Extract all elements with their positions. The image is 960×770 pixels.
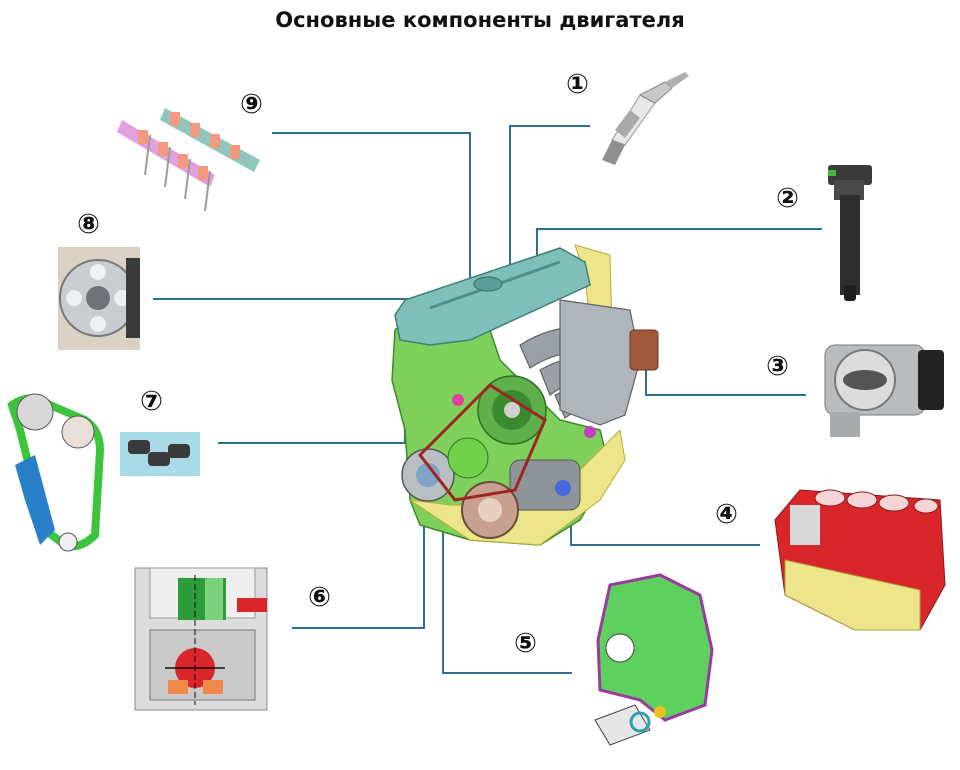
crank-pulley <box>401 448 455 502</box>
label-6: ⑥ <box>308 582 331 613</box>
water-pump-pulley <box>447 437 489 479</box>
camshafts-image <box>117 108 260 212</box>
ignition-coil-image <box>828 165 872 301</box>
leader-line-5 <box>442 480 572 674</box>
throttle-body-mount <box>629 329 659 371</box>
leader-line-9 <box>272 132 471 335</box>
leader-line-7 <box>218 375 406 444</box>
leader-line-1 <box>509 125 590 272</box>
label-1: ① <box>566 69 589 100</box>
engine-assembly <box>391 244 659 546</box>
label-9: ⑨ <box>240 89 263 120</box>
label-7: ⑦ <box>140 386 163 417</box>
leader-line-8 <box>153 298 431 328</box>
cam-sprocket-image <box>58 247 140 350</box>
drive-belt <box>418 383 547 502</box>
crankshaft-section-image <box>134 567 268 711</box>
throttle-body-image <box>824 344 944 437</box>
diagram-title: Основные компоненты двигателя <box>275 8 685 32</box>
label-4: ④ <box>715 499 738 530</box>
valve-cover <box>394 247 591 346</box>
component-labels: ① ② ③ ④ ⑤ ⑥ ⑦ ⑧ ⑨ <box>77 69 799 659</box>
label-8: ⑧ <box>77 209 100 240</box>
engine-fitting <box>452 394 464 406</box>
leader-line-2 <box>536 228 822 262</box>
engine-fitting-2 <box>584 426 596 438</box>
label-5: ⑤ <box>514 628 537 659</box>
timing-cover-image <box>594 573 714 746</box>
intake-manifold <box>519 299 641 426</box>
engine-sensor <box>555 480 571 496</box>
label-2: ② <box>776 183 799 214</box>
label-3: ③ <box>766 351 789 382</box>
leader-line-6 <box>292 478 425 629</box>
timing-chain-image <box>7 393 200 552</box>
oil-cap <box>473 276 503 292</box>
alternator <box>477 375 547 445</box>
spark-plug-image <box>602 72 689 165</box>
cylinder-block-image <box>774 489 946 631</box>
